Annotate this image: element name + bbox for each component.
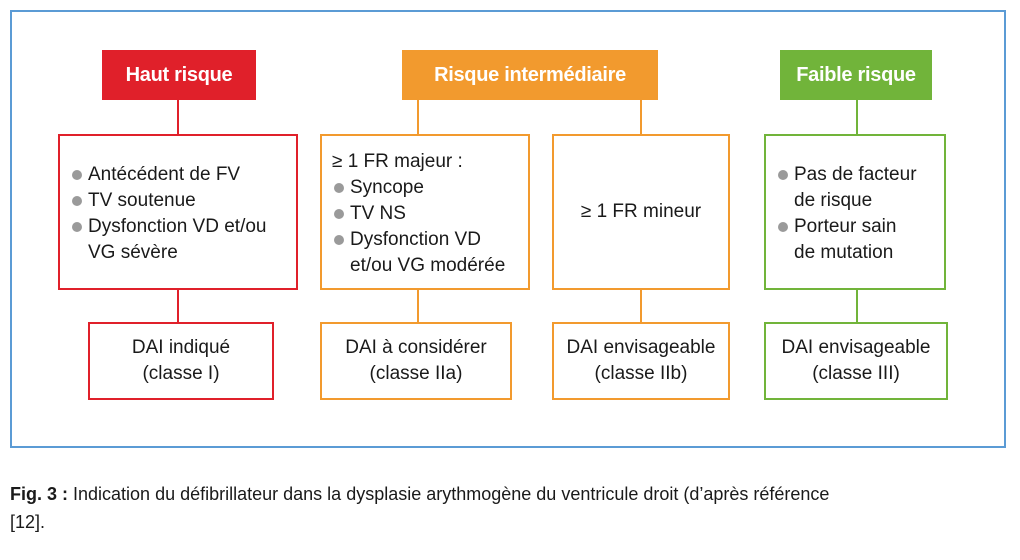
intermediate-minor-criteria-box: ≥ 1 FR mineur bbox=[552, 134, 730, 290]
bullet-icon bbox=[72, 196, 82, 206]
list-item-continuation: et/ou VG modérée bbox=[350, 255, 506, 276]
connector-int-minor-top bbox=[640, 100, 642, 135]
header-low-risk-label: Faible risque bbox=[796, 63, 916, 86]
connector-high-top bbox=[177, 100, 179, 135]
list-item: TV NS bbox=[332, 201, 505, 227]
bullet-icon bbox=[72, 170, 82, 180]
connector-int-minor-bottom bbox=[640, 289, 642, 322]
caption-reference: [12]. bbox=[10, 512, 46, 532]
list-item: Porteur sain bbox=[776, 214, 917, 240]
list-item: Dysfonction VD bbox=[332, 227, 505, 253]
bullet-icon bbox=[72, 222, 82, 232]
bullet-icon bbox=[778, 170, 788, 180]
bullet-icon bbox=[334, 183, 344, 193]
major-criteria-title: ≥ 1 FR majeur : bbox=[332, 151, 463, 172]
bullet-icon bbox=[334, 209, 344, 219]
high-risk-criteria-list: Antécédent de FV TV soutenue Dysfonction… bbox=[70, 162, 266, 266]
list-item: Syncope bbox=[332, 175, 505, 201]
result-class: (classe III) bbox=[812, 363, 900, 384]
connector-low-top bbox=[856, 100, 858, 135]
low-risk-criteria-box: Pas de facteur de risque Porteur sain de… bbox=[764, 134, 946, 290]
connector-int-major-bottom bbox=[417, 289, 419, 322]
list-item: TV soutenue bbox=[70, 188, 266, 214]
connector-int-major-top bbox=[417, 100, 419, 135]
result-box-class-iib: DAI envisageable (classe IIb) bbox=[552, 322, 730, 400]
bullet-icon bbox=[778, 222, 788, 232]
header-high-risk: Haut risque bbox=[102, 50, 256, 100]
result-class: (classe I) bbox=[142, 363, 220, 384]
result-label: DAI envisageable bbox=[781, 337, 931, 358]
result-box-class-iii: DAI envisageable (classe III) bbox=[764, 322, 948, 400]
bullet-icon bbox=[334, 235, 344, 245]
high-risk-criteria-box: Antécédent de FV TV soutenue Dysfonction… bbox=[58, 134, 298, 290]
figure-caption: Fig. 3 : Indication du défibrillateur da… bbox=[10, 480, 1010, 536]
header-intermediate-risk: Risque intermédiaire bbox=[402, 50, 658, 100]
list-item-continuation: de risque bbox=[794, 190, 873, 211]
minor-criteria-text: ≥ 1 FR mineur bbox=[580, 201, 702, 222]
list-item: Dysfonction VD et/ou bbox=[70, 214, 266, 240]
header-low-risk: Faible risque bbox=[780, 50, 932, 100]
connector-high-bottom bbox=[177, 289, 179, 322]
caption-text: Indication du défibrillateur dans la dys… bbox=[73, 484, 830, 504]
header-intermediate-risk-label: Risque intermédiaire bbox=[434, 63, 626, 86]
intermediate-major-criteria-box: ≥ 1 FR majeur : Syncope TV NS Dysfonctio… bbox=[320, 134, 530, 290]
low-risk-criteria-list: Pas de facteur de risque Porteur sain de… bbox=[776, 162, 917, 266]
list-item-continuation: de mutation bbox=[794, 242, 894, 263]
result-label: DAI à considérer bbox=[345, 337, 487, 358]
intermediate-major-criteria-list: Syncope TV NS Dysfonction VD et/ou VG mo… bbox=[332, 175, 505, 279]
connector-low-bottom bbox=[856, 289, 858, 322]
result-class: (classe IIb) bbox=[594, 363, 688, 384]
result-box-class-i: DAI indiqué (classe I) bbox=[88, 322, 274, 400]
list-item: Pas de facteur bbox=[776, 162, 917, 188]
result-box-class-iia: DAI à considérer (classe IIa) bbox=[320, 322, 512, 400]
header-high-risk-label: Haut risque bbox=[125, 63, 233, 86]
diagram-frame bbox=[10, 10, 1006, 448]
list-item-continuation: VG sévère bbox=[88, 242, 178, 263]
list-item: Antécédent de FV bbox=[70, 162, 266, 188]
result-class: (classe IIa) bbox=[369, 363, 463, 384]
result-label: DAI envisageable bbox=[566, 337, 716, 358]
result-label: DAI indiqué bbox=[131, 337, 231, 358]
figure-label: Fig. 3 : bbox=[10, 484, 68, 504]
